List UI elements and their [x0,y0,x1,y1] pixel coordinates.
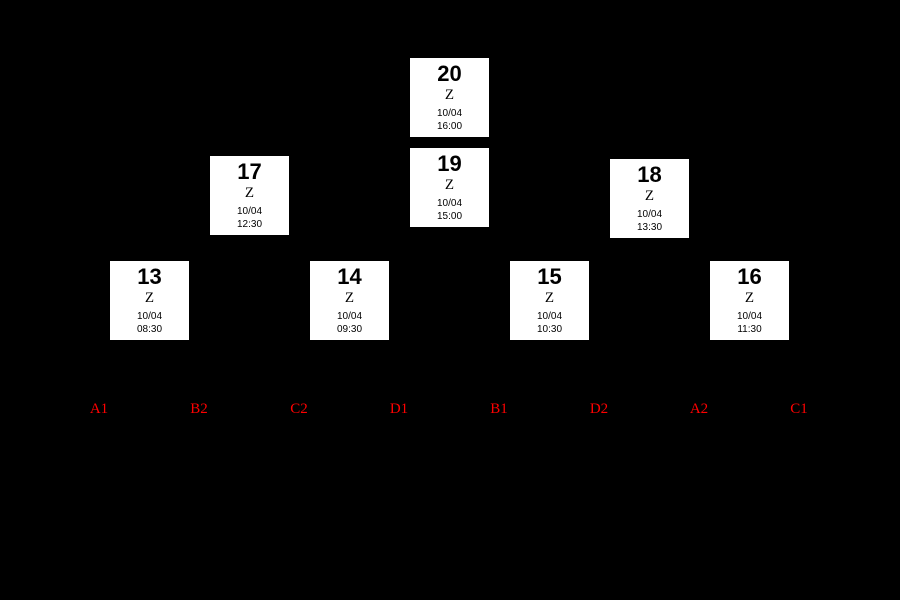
node-date-label: 10/04 [436,108,463,119]
node-time-label: 09:30 [336,324,363,335]
node-symbol-z-icon: Z [644,188,655,204]
node-time-label: 16:00 [436,121,463,132]
node-symbol-z-icon: Z [344,290,355,306]
node-id-label: 16 [737,264,762,289]
node-id-label: 14 [337,264,362,289]
axis-label-c2: C2 [290,401,308,417]
node-date-label: 10/04 [536,311,563,322]
node-date-label: 10/04 [136,311,163,322]
node-time-label: 12:30 [236,219,263,230]
node-date-label: 10/04 [336,311,363,322]
axis-label-b1: B1 [490,401,508,417]
node-date-label: 10/04 [436,198,463,209]
node-time-label: 08:30 [136,324,163,335]
node-time-label: 11:30 [737,324,762,335]
node-id-label: 20 [437,61,462,86]
axis-label-c1: C1 [790,401,808,417]
node-symbol-z-icon: Z [444,87,455,103]
node-id-label: 15 [537,264,562,289]
node-id-label: 13 [137,264,162,289]
node-id-label: 18 [637,162,662,187]
node-symbol-z-icon: Z [544,290,555,306]
node-symbol-z-icon: Z [444,177,455,193]
node-symbol-z-icon: Z [744,290,755,306]
node-id-label: 19 [437,151,462,176]
node-time-label: 10:30 [536,324,563,335]
node-time-label: 15:00 [436,211,463,222]
node-id-label: 17 [237,159,262,184]
axis-label-d1: D1 [389,401,409,417]
node-symbol-z-icon: Z [144,290,155,306]
axis-label-a2: A2 [689,401,709,417]
node-date-label: 10/04 [636,209,663,220]
axis-label-b2: B2 [190,401,208,417]
node-date-label: 10/04 [736,311,763,322]
axis-label-a1: A1 [89,401,109,417]
node-date-label: 10/04 [236,206,263,217]
node-symbol-z-icon: Z [244,185,255,201]
node-time-label: 13:30 [636,222,663,233]
axis-label-d2: D2 [589,401,609,417]
